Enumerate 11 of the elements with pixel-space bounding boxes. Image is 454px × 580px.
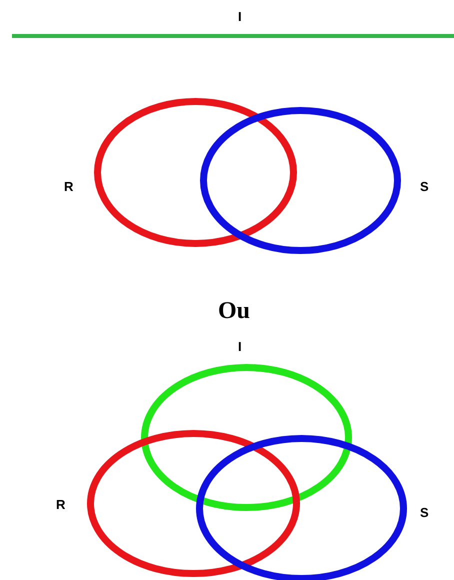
separator-word: Ou (218, 298, 250, 325)
venn-ellipse (86, 430, 300, 576)
set-label: S (420, 506, 429, 520)
venn-ellipse (94, 98, 296, 246)
set-label: R (64, 180, 74, 194)
venn-ellipse (140, 364, 352, 510)
set-label: I (238, 10, 242, 24)
venn-ellipse (200, 106, 400, 254)
set-label: I (238, 340, 242, 354)
set-label: R (56, 498, 66, 512)
set-label: S (420, 180, 429, 194)
